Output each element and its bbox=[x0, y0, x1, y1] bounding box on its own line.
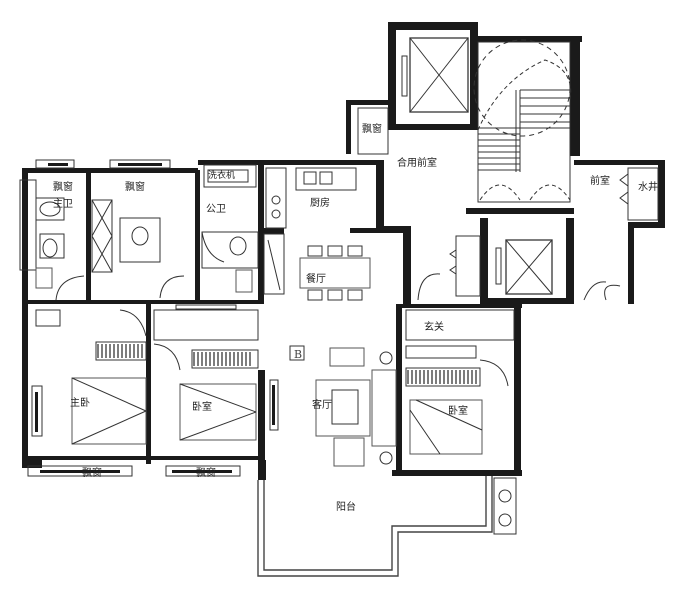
walls bbox=[22, 160, 522, 480]
label-public-bath: 公卫 bbox=[206, 204, 226, 215]
public-bath-fixtures bbox=[201, 164, 259, 293]
wardrobe-right bbox=[405, 367, 481, 387]
label-bay-window-1: 飘窗 bbox=[53, 180, 73, 193]
label-water-shaft: 水井 bbox=[638, 180, 658, 193]
dining-set bbox=[299, 245, 371, 301]
kitchen-fixtures bbox=[263, 167, 357, 295]
label-bay-window-3: 飘窗 bbox=[362, 122, 382, 135]
label-bay-window-2: 飘窗 bbox=[125, 180, 145, 193]
closet-room bbox=[119, 217, 185, 299]
master-bath-fixtures bbox=[35, 197, 113, 301]
label-living: 客厅 bbox=[312, 398, 332, 411]
label-balcony: 阳台 bbox=[336, 500, 356, 513]
label-bay-window-5: 飘窗 bbox=[196, 466, 216, 479]
core-structure bbox=[346, 22, 665, 304]
label-master-bedroom: 主卧 bbox=[70, 396, 90, 409]
label-entry: 玄关 bbox=[424, 320, 444, 333]
label-kitchen: 厨房 bbox=[310, 196, 330, 209]
middle-bedroom-furniture bbox=[153, 309, 259, 441]
right-bedroom-furniture bbox=[405, 309, 515, 455]
windows bbox=[19, 159, 279, 477]
unit-marker: B bbox=[294, 348, 302, 361]
living-furniture bbox=[315, 347, 397, 467]
label-bay-window-4: 飘窗 bbox=[82, 466, 102, 479]
label-shared-lobby: 合用前室 bbox=[397, 156, 437, 169]
balcony-outline bbox=[257, 476, 517, 577]
master-bedroom-furniture bbox=[35, 309, 147, 445]
label-master-bath: 主卫 bbox=[53, 198, 73, 210]
wardrobe-master bbox=[95, 341, 147, 361]
label-front-room: 前室 bbox=[590, 174, 610, 187]
label-bedroom-left: 卧室 bbox=[192, 400, 212, 413]
label-bedroom-right: 卧室 bbox=[448, 404, 468, 417]
stair-treads bbox=[473, 39, 572, 201]
room-labels: 飘窗 飘窗 主卫 洗衣机 公卫 厨房 飘窗 合用前室 前室 水井 餐厅 玄关 B… bbox=[53, 122, 658, 513]
label-laundry: 洗衣机 bbox=[208, 169, 235, 181]
wardrobe-middle bbox=[191, 349, 259, 369]
label-dining: 餐厅 bbox=[306, 272, 326, 285]
